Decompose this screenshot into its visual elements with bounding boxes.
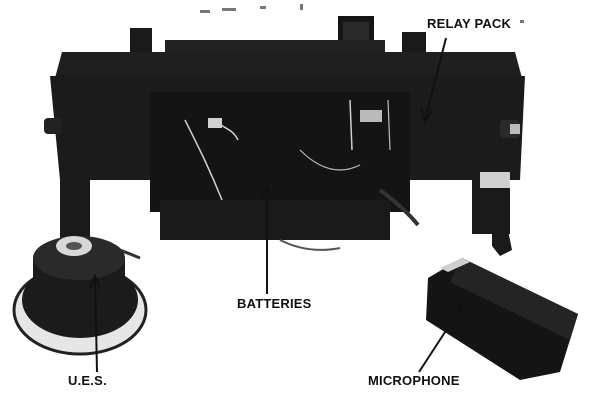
callout-pointers [89, 37, 464, 373]
microphone-label: MICROPHONE [368, 373, 460, 388]
ues-label: U.E.S. [68, 373, 107, 388]
microphone-unit [426, 258, 578, 380]
print-noise [200, 4, 524, 23]
batteries-label: BATTERIES [237, 296, 312, 311]
relay-pack-label: RELAY PACK [427, 16, 512, 31]
ues-unit [12, 236, 148, 356]
device-chassis [44, 16, 525, 256]
